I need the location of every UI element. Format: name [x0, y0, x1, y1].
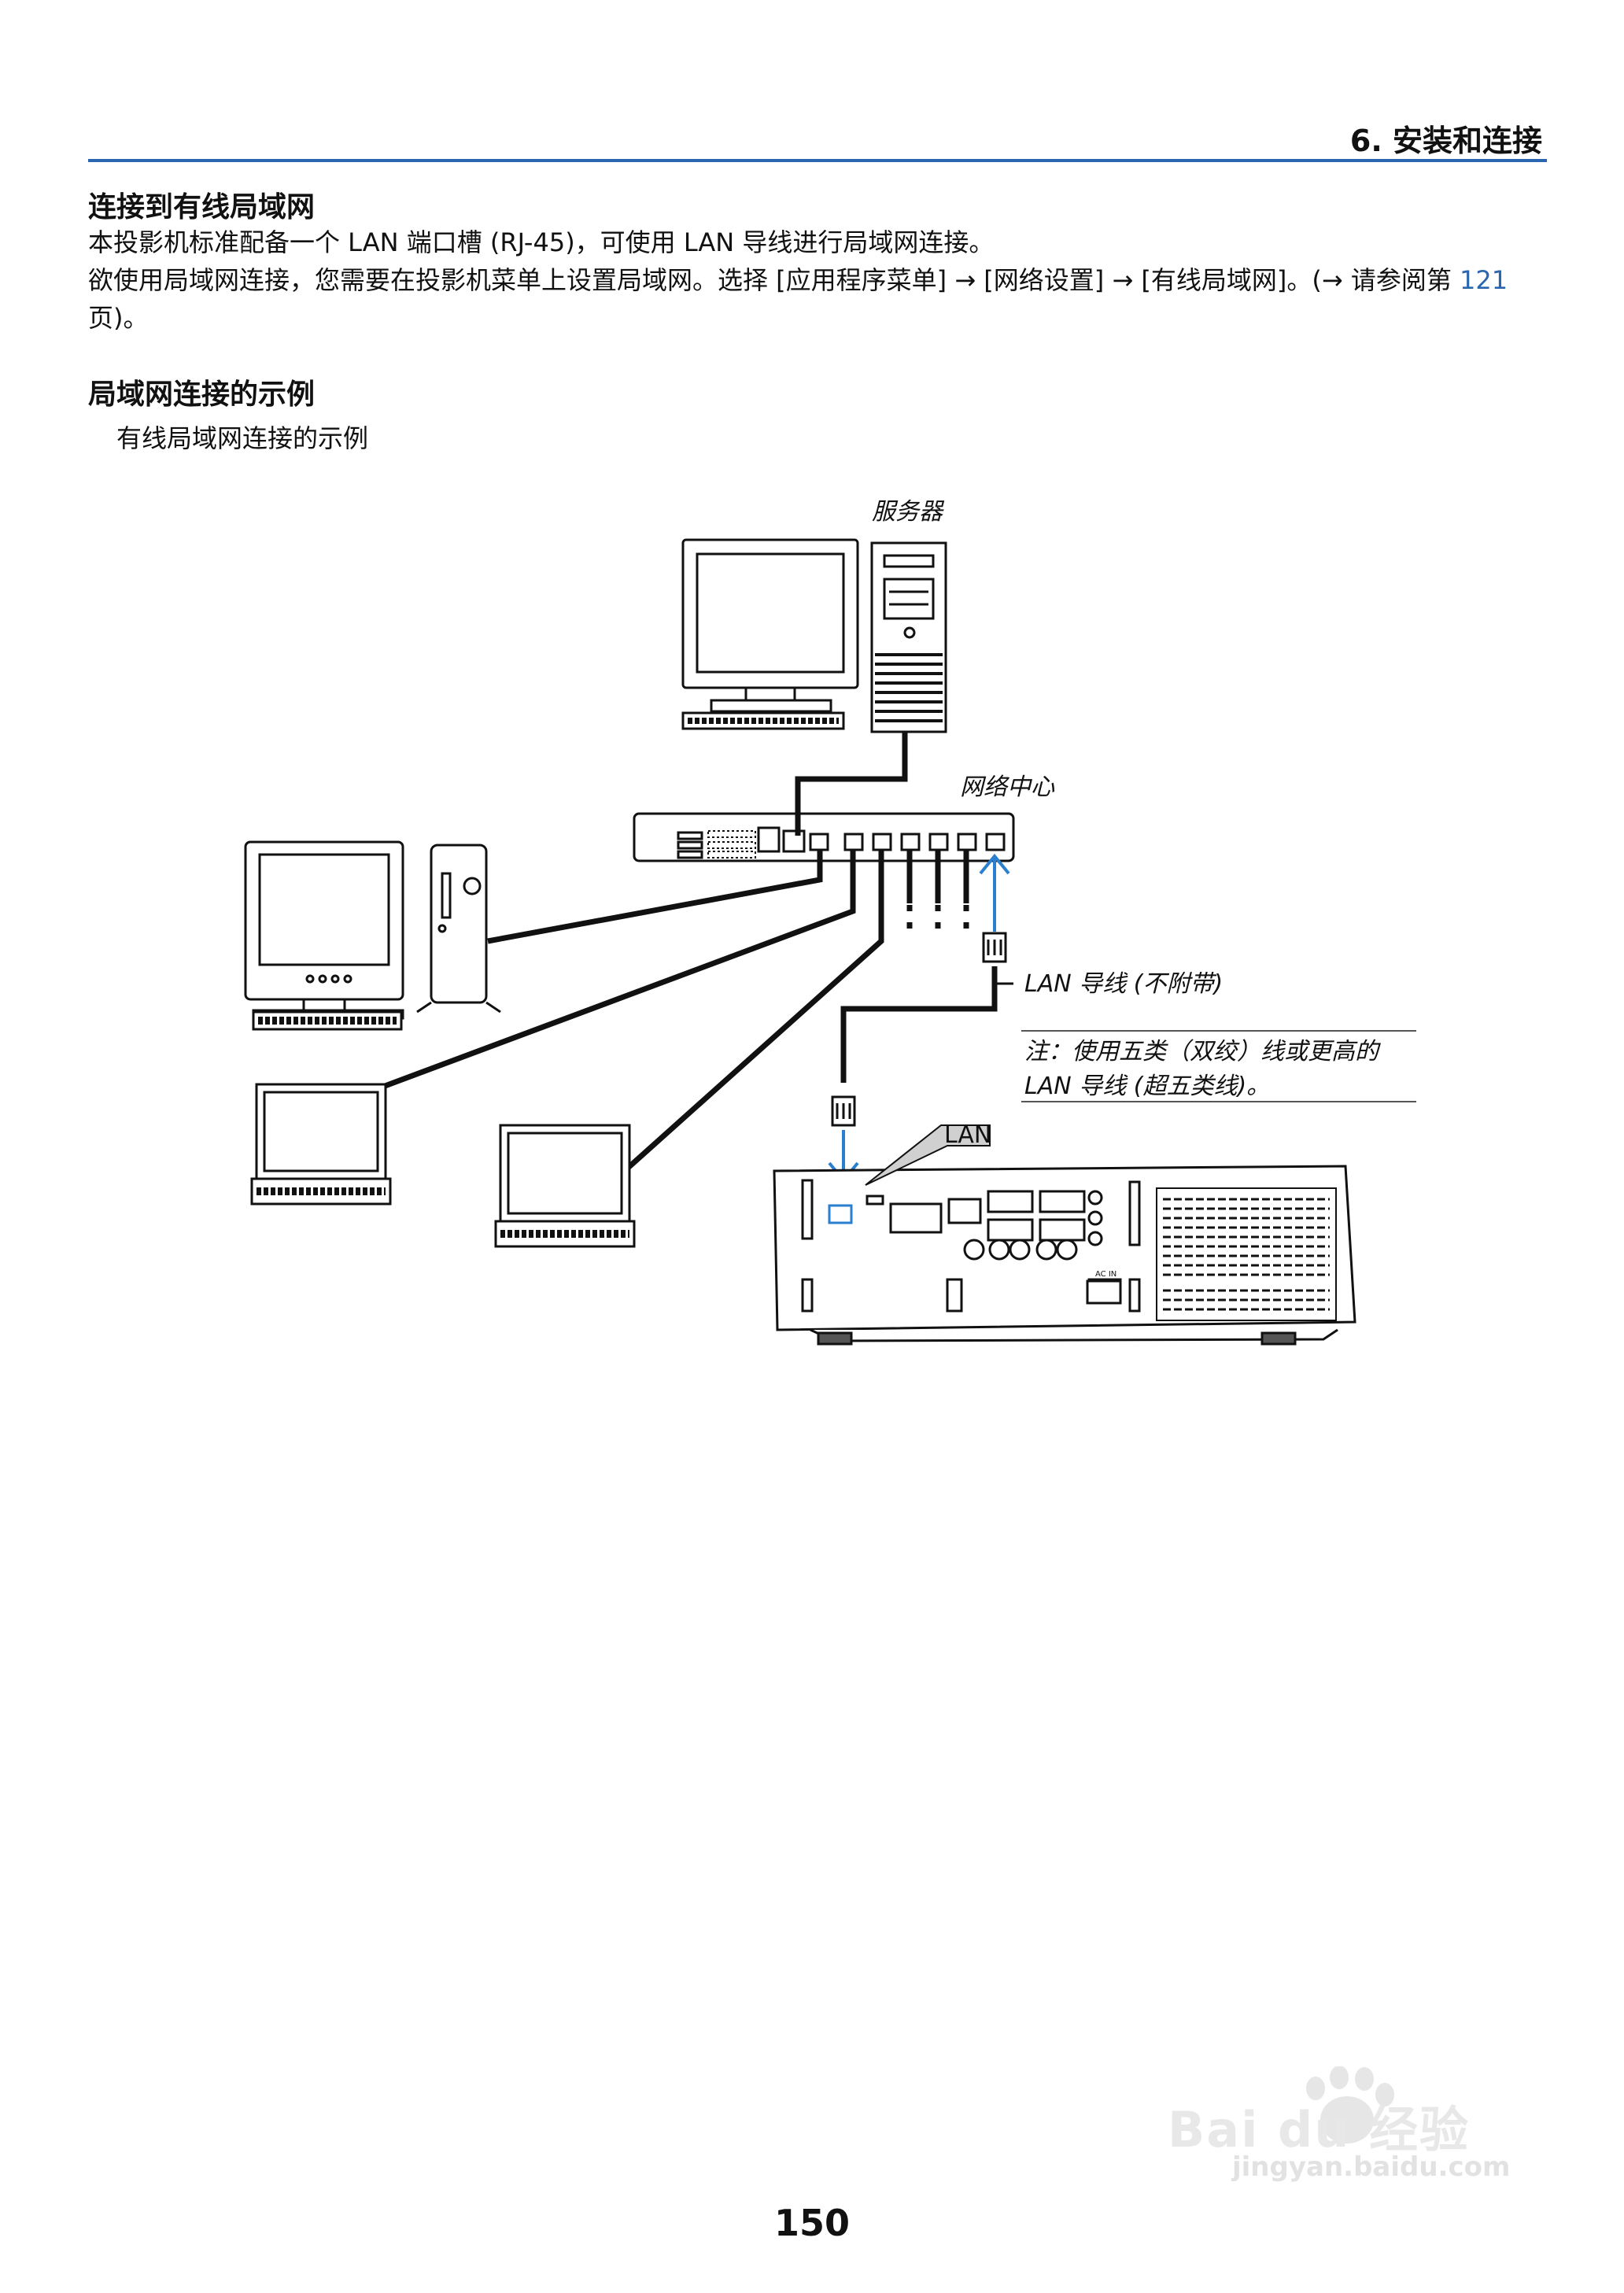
lan-cable-label: LAN 导线 (不附带): [1024, 970, 1223, 998]
laptop-right: [494, 1124, 636, 1248]
ac-in-label: AC IN: [1095, 1270, 1116, 1279]
projector-vent-grille: [1163, 1198, 1330, 1311]
server-monitor: [681, 538, 859, 713]
baidu-watermark: Bai du 经验 jingyan.baidu.com: [1161, 2066, 1570, 2184]
lan-port-callout: LAN: [865, 1121, 991, 1186]
client-monitor: [244, 840, 404, 1020]
intro-line-2-text: 欲使用局域网连接，您需要在投影机菜单上设置局域网。选择 [应用程序菜单] → […: [88, 265, 1460, 295]
network-hub: [633, 812, 1015, 862]
watermark-brand: Bai du 经验: [1168, 2101, 1471, 2158]
lan-connection-diagram: 服务器 网络中心: [244, 498, 1416, 1346]
subsection-title: 局域网连接的示例: [88, 378, 316, 411]
lan-port-label: LAN: [944, 1121, 991, 1149]
intro-line-2: 欲使用局域网连接，您需要在投影机菜单上设置局域网。选择 [应用程序菜单] → […: [88, 261, 1548, 337]
client-tower: [416, 844, 501, 1014]
server-tower: [870, 541, 947, 733]
server-keyboard: [681, 711, 845, 730]
intro-line-1: 本投影机标准配备一个 LAN 端口槽 (RJ-45)，可使用 LAN 导线进行局…: [88, 227, 995, 257]
lan-cables: [379, 732, 998, 1172]
rj45-plug-bottom: [831, 1095, 856, 1127]
projector: [773, 1165, 1356, 1346]
intro-paragraph: 本投影机标准配备一个 LAN 端口槽 (RJ-45)，可使用 LAN 导线进行局…: [88, 223, 1548, 337]
rj45-plug-top: [982, 932, 1007, 963]
chapter-title: 6. 安装和连接: [1349, 124, 1542, 158]
paw-logo-icon: [1306, 2066, 1394, 2143]
ac-inlet: [1086, 1279, 1122, 1305]
client-keyboard: [252, 1010, 403, 1031]
figure-caption: 有线局域网连接的示例: [116, 423, 369, 453]
section-title: 连接到有线局域网: [88, 191, 316, 223]
laptop-left: [250, 1083, 392, 1206]
hub-label: 网络中心: [960, 774, 1055, 801]
page-reference-link[interactable]: 121: [1460, 265, 1508, 295]
unused-ports-dashes: [906, 905, 969, 938]
page-number: 150: [773, 2202, 851, 2244]
server-label: 服务器: [872, 498, 945, 526]
note-line-1: 注：使用五类（双绞）线或更高的: [1024, 1038, 1381, 1065]
header-rule: [88, 159, 1547, 162]
watermark-url: jingyan.baidu.com: [1232, 2151, 1511, 2183]
intro-line-2-end: 页)。: [88, 303, 149, 333]
note-line-2: LAN 导线 (超五类线)。: [1024, 1073, 1270, 1100]
